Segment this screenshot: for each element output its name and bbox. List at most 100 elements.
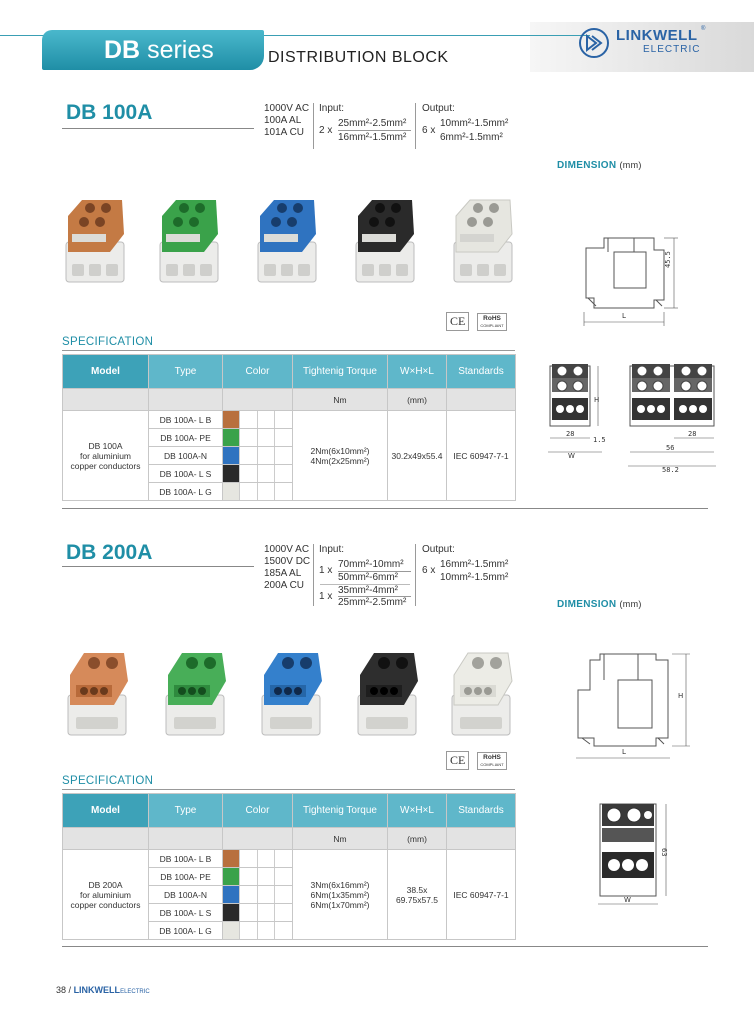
input-label: Input:	[319, 103, 345, 114]
swatch-empty	[274, 886, 292, 903]
swatch-black	[223, 904, 239, 921]
swatch-empty	[256, 850, 275, 867]
swatch-black	[223, 465, 239, 482]
input-multiplier: 1 x	[319, 565, 333, 576]
dim-W: W	[568, 452, 575, 460]
torque-cell: 2Nm(6x10mm²)4Nm(2x25mm²)	[292, 410, 388, 501]
rating-line: 1000V AC	[264, 544, 310, 555]
model-desc: for aluminium	[79, 889, 132, 900]
spec-table-db200: Model Type Color Tightenig Torque W×H×L …	[62, 793, 516, 940]
header-rule	[0, 35, 590, 36]
db100-side-dimension-drawing: 45.5 L	[583, 237, 678, 326]
product-green	[165, 653, 226, 736]
product-grey	[451, 652, 513, 736]
dim-W: W	[624, 896, 631, 904]
col-model: Model	[62, 793, 149, 828]
product-blue	[261, 653, 322, 736]
swatch-green	[223, 868, 239, 885]
series-tab: DB series	[42, 30, 264, 70]
table-row: DB 100A- PE	[63, 428, 516, 447]
section-divider	[62, 508, 708, 509]
output-range: 16mm²-1.5mm²	[440, 559, 509, 570]
type-cell: DB 100A- L G	[148, 921, 223, 940]
swatch-green	[223, 429, 239, 446]
swatch-empty	[256, 465, 275, 482]
rating-line: 1000V AC	[264, 103, 310, 114]
dimension-label: DIMENSION (mm)	[557, 599, 642, 610]
unit-cell	[62, 827, 149, 850]
footer-slash: /	[68, 985, 72, 995]
product-brown	[65, 200, 125, 283]
output-range: 10mm²-1.5mm²	[440, 118, 509, 129]
double-block-view: 28 56 58.2	[628, 364, 716, 474]
swatch-empty	[256, 483, 275, 500]
model-title-db100: DB 100A	[66, 101, 153, 124]
section-divider	[62, 946, 708, 947]
swatch-empty	[274, 429, 292, 446]
color-cell	[222, 482, 293, 501]
dim-1-5: 1.5	[593, 436, 606, 444]
color-cell	[222, 903, 293, 922]
rohs-text: RoHS	[483, 314, 501, 322]
input-label: Input:	[319, 544, 345, 555]
input-range: 25mm²-2.5mm²	[338, 597, 407, 608]
divider	[415, 544, 416, 606]
db100-ratings: 1000V AC 100A AL 101A CU	[264, 103, 309, 139]
swatch-empty	[239, 886, 257, 903]
standard-cell: IEC 60947-7-1	[446, 410, 516, 501]
swatch-empty	[274, 465, 292, 482]
unit-cell	[446, 827, 516, 850]
type-cell: DB 100A-N	[148, 446, 223, 465]
swatch-empty	[239, 483, 257, 500]
swatch-empty	[239, 904, 257, 921]
swatch-empty	[256, 429, 275, 446]
unit-cell: Nm	[292, 827, 388, 850]
input-range: 25mm²-2.5mm²	[338, 118, 407, 129]
swatch-empty	[256, 922, 275, 939]
rating-line: 100A AL	[264, 115, 302, 126]
rohs-text: RoHS	[483, 753, 501, 761]
color-cell	[222, 410, 293, 429]
spec-title-db100: SPECIFICATION	[62, 336, 154, 348]
color-cell	[222, 867, 293, 886]
color-cell	[222, 446, 293, 465]
rohs-sub: COMPLIANT	[480, 761, 504, 767]
dim-L: L	[622, 748, 626, 756]
input-range: 50mm²-6mm²	[338, 572, 398, 583]
page-number: 38	[56, 985, 67, 995]
header-band	[530, 22, 754, 72]
col-size: W×H×L	[387, 793, 447, 828]
dimension-text: DIMENSION	[557, 599, 617, 610]
swatch-blue	[223, 886, 239, 903]
model-desc: for aluminium	[79, 450, 132, 461]
dim-63: 63	[660, 848, 668, 856]
footer-brand-sub: ELECTRIC	[120, 989, 150, 995]
swatch-grey	[223, 922, 239, 939]
fraction-rule	[338, 596, 411, 597]
dimension-unit: (mm)	[619, 599, 642, 609]
dim-H: H	[678, 692, 683, 700]
dim-56: 56	[666, 444, 674, 452]
swatch-empty	[256, 904, 275, 921]
dim-28a: 28	[566, 430, 574, 438]
type-cell: DB 100A- L B	[148, 410, 223, 429]
unit-cell: Nm	[292, 388, 388, 411]
dim-58-2: 58.2	[662, 466, 679, 474]
brand-registered: ®	[701, 26, 706, 32]
standard-cell: IEC 60947-7-1	[446, 849, 516, 940]
swatch-brown	[223, 850, 239, 867]
divider	[415, 103, 416, 149]
page-subtitle: DISTRIBUTION BLOCK	[268, 49, 449, 66]
model-desc: copper conductors	[70, 899, 141, 910]
swatch-empty	[274, 850, 292, 867]
db200-front-dimension-drawing: 63 W	[598, 803, 668, 905]
rating-line: 101A CU	[264, 127, 305, 138]
swatch-empty	[239, 922, 257, 939]
dimension-unit: (mm)	[619, 160, 642, 170]
unit-cell	[222, 388, 293, 411]
fraction-rule	[338, 571, 411, 572]
